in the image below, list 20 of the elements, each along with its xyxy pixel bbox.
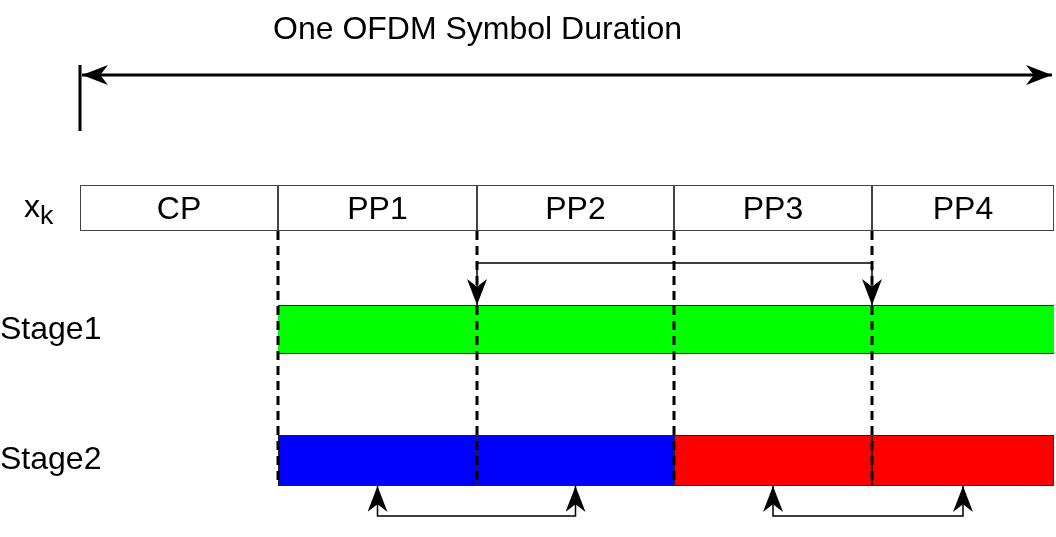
time-slot-cell: PP2 bbox=[477, 185, 674, 231]
stage-bar-segment bbox=[872, 435, 1054, 486]
stage-bar-segment bbox=[278, 305, 477, 354]
stage-bar-segment bbox=[674, 305, 872, 354]
time-slot-cell: PP4 bbox=[872, 185, 1054, 231]
stage-bar-segment bbox=[674, 435, 872, 486]
time-slot-cell: CP bbox=[80, 185, 278, 231]
bracket-arrow bbox=[467, 262, 882, 306]
bracket-arrow bbox=[367, 485, 586, 517]
dimension-label: One OFDM Symbol Duration bbox=[273, 12, 682, 44]
time-slot-cell: PP1 bbox=[278, 185, 477, 231]
row-label: Stage2 bbox=[0, 442, 102, 474]
time-slot-cell: PP3 bbox=[674, 185, 872, 231]
stage-bar-segment bbox=[278, 435, 477, 486]
bracket-arrow bbox=[763, 485, 973, 517]
stage-bar-segment bbox=[872, 305, 1054, 354]
stage-bar-segment bbox=[477, 435, 674, 486]
row-label: Stage1 bbox=[0, 312, 102, 344]
signal-label: x$_{k}$ bbox=[24, 190, 54, 230]
stage-bar-segment bbox=[477, 305, 674, 354]
